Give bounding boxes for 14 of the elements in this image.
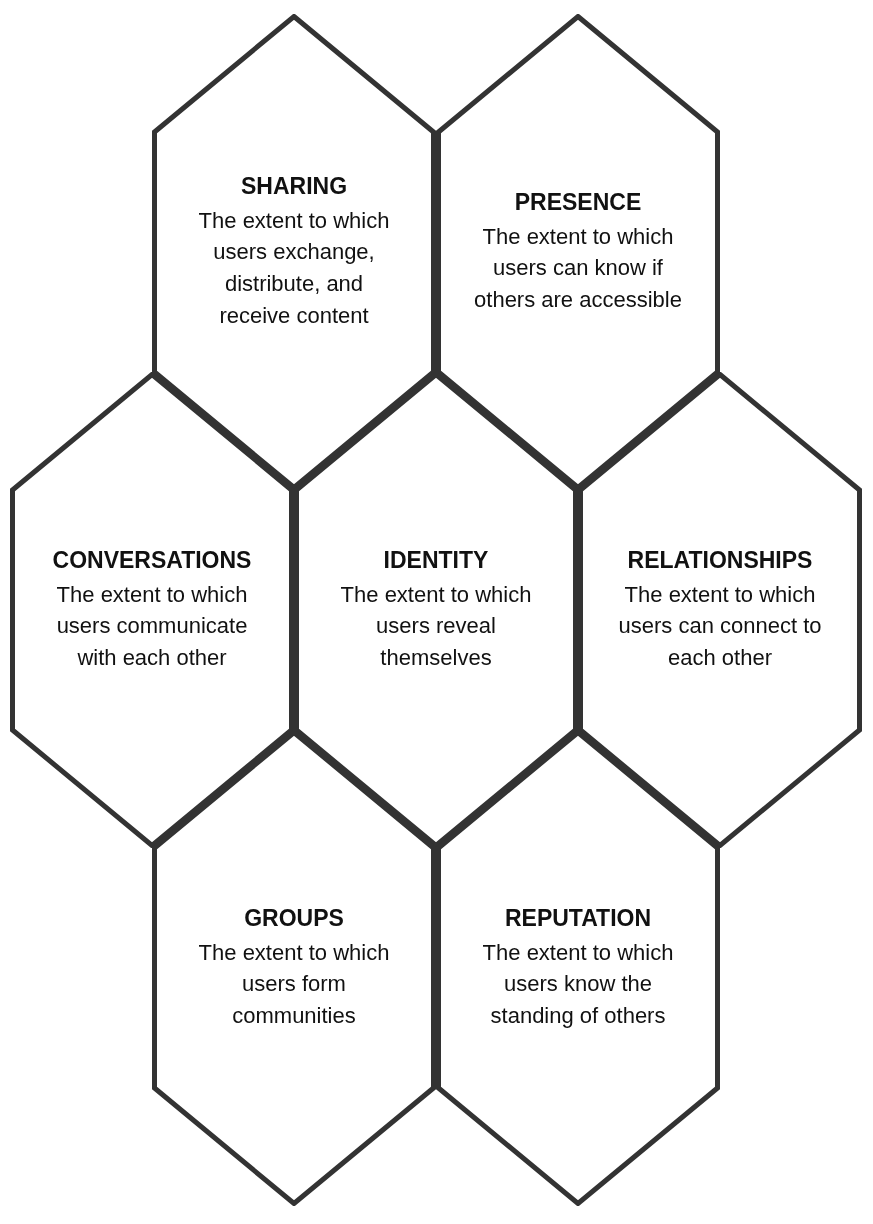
hexagon-description: The extent to which users reveal themselves (339, 580, 533, 673)
hexagon-title: REPUTATION (504, 903, 652, 933)
hexagon-title: RELATIONSHIPS (627, 545, 813, 575)
hexagon-description: The extent to which users can connect to each other (617, 580, 823, 673)
hexagon-description: The extent to which users form communities (197, 938, 391, 1031)
hexagon-description: The extent to which users exchange, distribute, and receive content (197, 206, 391, 331)
hexagon-description: The extent to which users know the standing of others (481, 938, 675, 1031)
hexagon-title: CONVERSATIONS (52, 545, 252, 575)
hexagon-title: SHARING (240, 171, 348, 201)
hexagon-title: PRESENCE (514, 187, 642, 217)
hexagon-description: The extent to which users can know if others are accessible (473, 222, 683, 315)
hexagon-title: GROUPS (244, 903, 344, 933)
hexagon-title: IDENTITY (383, 545, 489, 575)
hexagon-description: The extent to which users communicate with each other (55, 580, 249, 673)
